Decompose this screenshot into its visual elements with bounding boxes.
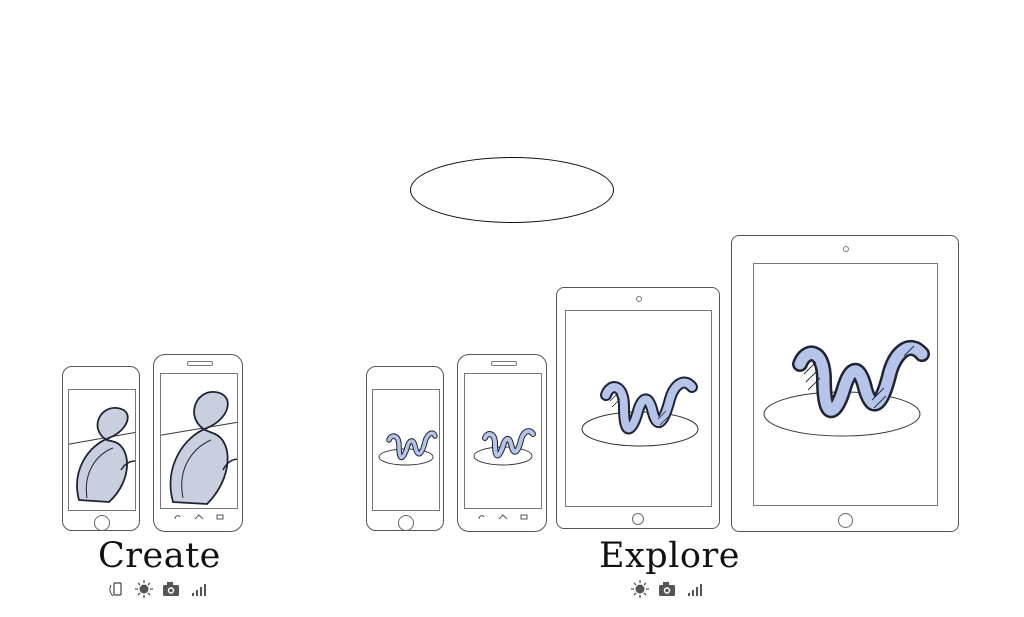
explore-ipad-mini-home-button	[632, 513, 644, 525]
explore-ribbon-drawing	[473, 428, 536, 466]
camera-icon	[162, 580, 180, 598]
explore-iphone-screen	[372, 389, 440, 511]
create-icon-row	[108, 580, 207, 598]
create-iphone-screen	[68, 389, 136, 511]
create-android-device	[153, 354, 243, 532]
phone-rotate-icon	[108, 580, 126, 598]
create-android-screen	[160, 373, 238, 509]
explore-ribbon-drawing	[378, 430, 438, 466]
explore-android-device	[457, 354, 547, 532]
explore-ipad-mini-screen	[565, 310, 712, 507]
explore-ipad-home-button	[838, 513, 853, 528]
create-iphone-home-button	[94, 515, 110, 531]
create-letter-drawing-large	[161, 391, 237, 505]
create-letter-drawing	[69, 407, 135, 503]
explore-ipad-screen	[753, 263, 938, 506]
explore-iphone-device	[366, 366, 444, 531]
empty-oval-shape	[410, 157, 614, 223]
camera-icon	[658, 580, 676, 598]
signal-icon	[685, 580, 703, 598]
explore-android-screen	[464, 373, 542, 509]
create-iphone-device	[62, 366, 140, 531]
explore-ipad-mini-device	[556, 287, 720, 529]
explore-ribbon-drawing	[581, 376, 699, 447]
explore-iphone-home-button	[398, 515, 414, 531]
explore-ribbon-drawing	[763, 340, 930, 437]
signal-icon	[189, 580, 207, 598]
create-label: Create	[98, 536, 221, 576]
brightness-icon	[135, 580, 153, 598]
brightness-icon	[631, 580, 649, 598]
explore-ipad-device	[731, 235, 959, 532]
explore-label: Explore	[599, 536, 740, 576]
explore-icon-row	[631, 580, 703, 598]
